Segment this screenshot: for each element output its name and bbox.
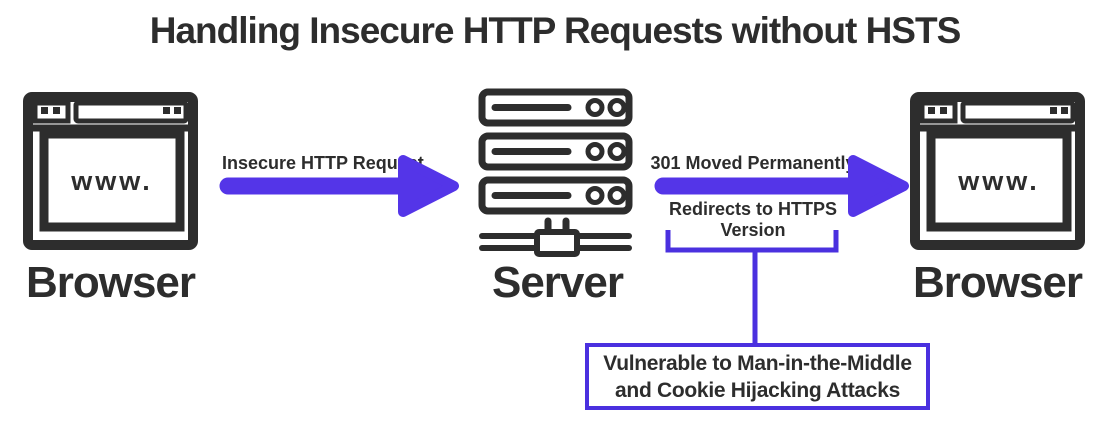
browser-screen-text: www.	[70, 166, 153, 196]
server-icon	[478, 88, 633, 257]
callout-line-2: and Cookie Hijacking Attacks	[615, 378, 900, 402]
response-arrow-sublabel: Redirects to HTTPS Version	[658, 199, 848, 241]
server-label: Server	[491, 258, 624, 307]
request-arrow-label: Insecure HTTP Request	[222, 153, 424, 173]
request-arrow-icon	[219, 155, 459, 217]
browser-icon: www.	[23, 92, 198, 250]
browser-screen-text: www.	[957, 166, 1040, 196]
browser-left-label: Browser	[25, 258, 196, 307]
callout-box: Vulnerable to Man-in-the-Middle and Cook…	[585, 343, 930, 410]
callout-connector	[665, 230, 839, 344]
browser-icon: www.	[910, 92, 1085, 250]
response-sublabel-line-2: Version	[720, 220, 786, 240]
response-arrow-label: 301 Moved Permanently	[650, 153, 856, 173]
response-sublabel-line-1: Redirects to HTTPS	[668, 199, 838, 219]
response-arrow-icon	[654, 155, 909, 217]
browser-right-label: Browser	[912, 258, 1083, 307]
callout-line-1: Vulnerable to Man-in-the-Middle	[603, 351, 912, 375]
diagram-title: Handling Insecure HTTP Requests without …	[149, 10, 962, 51]
